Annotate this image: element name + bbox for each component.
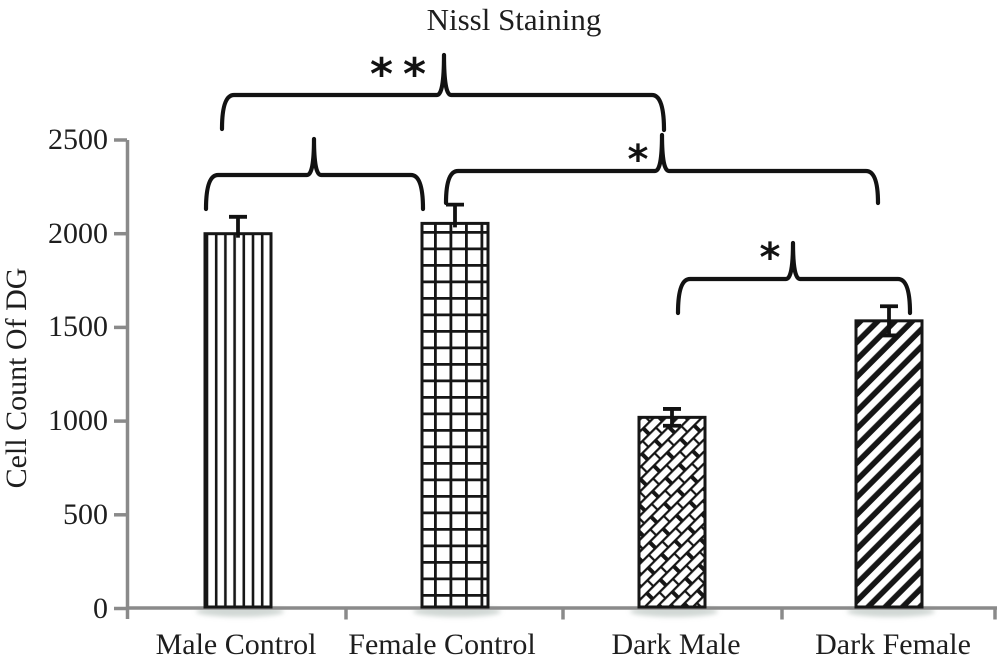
significance-bracket xyxy=(443,132,881,206)
significance-label: * xyxy=(760,235,781,281)
x-category-label: Female Control xyxy=(348,628,536,661)
y-tick-label: 0 xyxy=(93,591,108,625)
x-category-label: Male Control xyxy=(155,628,317,661)
error-bar xyxy=(880,304,898,338)
y-tick-label: 2500 xyxy=(48,123,108,156)
x-category-label: Dark Male xyxy=(611,628,741,661)
bar-male-control xyxy=(203,232,273,609)
error-bar xyxy=(446,202,464,228)
significance-bracket xyxy=(675,240,913,316)
bar-female-control xyxy=(420,221,490,609)
y-tick-label: 500 xyxy=(63,497,108,531)
significance-brackets: **** xyxy=(203,49,913,316)
y-axis-label: Cell Count Of DG xyxy=(0,267,33,489)
significance-bracket xyxy=(203,136,426,212)
y-tick-label: 1500 xyxy=(48,310,108,344)
bars xyxy=(203,221,924,609)
significance-label: ** xyxy=(370,49,436,100)
chart-title: Nissl Staining xyxy=(426,2,602,37)
error-bars xyxy=(229,202,898,428)
error-bar xyxy=(229,214,247,238)
bar-dark-male xyxy=(637,415,707,609)
bar-dark-female xyxy=(854,319,924,609)
significance-label: * xyxy=(628,137,649,183)
significance-bracket xyxy=(219,52,667,133)
y-tick-label: 2000 xyxy=(48,216,108,250)
x-category-label: Dark Female xyxy=(815,628,971,661)
y-tick-label: 1000 xyxy=(48,404,108,438)
error-bar xyxy=(663,407,681,428)
